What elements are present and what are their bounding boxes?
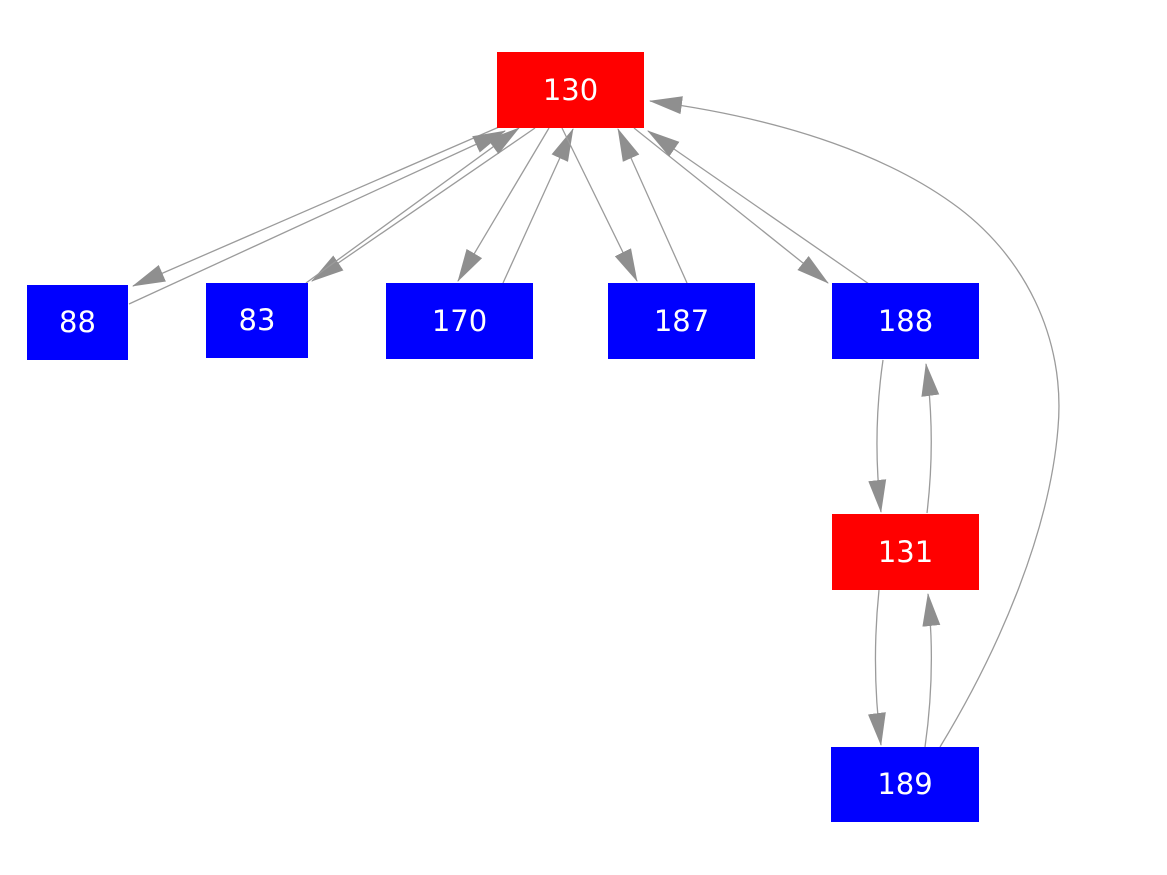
edge-131-to-188 (921, 363, 940, 514)
node-label: 130 (542, 72, 599, 107)
edge-group (128, 96, 1060, 748)
edge-130-to-170 (457, 127, 550, 282)
node-label: 187 (653, 303, 710, 338)
graph-node-88: 88 (27, 285, 128, 360)
graph-node-189: 189 (831, 747, 979, 822)
edge-130-to-187 (561, 127, 638, 282)
graph-node-187: 187 (608, 283, 755, 359)
node-label: 88 (59, 305, 96, 339)
graph-node-83: 83 (206, 283, 308, 358)
edge-130-to-188 (633, 127, 829, 284)
edge-189-to-130 (649, 96, 1060, 748)
graph-node-131: 131 (832, 514, 979, 590)
edge-88-to-130 (128, 130, 506, 305)
graph-node-188: 188 (832, 283, 979, 359)
node-label: 170 (431, 303, 488, 338)
node-label: 83 (238, 303, 276, 337)
node-label: 131 (877, 534, 934, 569)
edge-188-to-130 (647, 130, 870, 285)
edge-187-to-130 (617, 128, 688, 284)
graph-node-130: 130 (497, 52, 644, 128)
edge-130-to-88 (132, 126, 500, 287)
edge-131-to-189 (867, 589, 886, 746)
edge-83-to-130 (305, 127, 520, 284)
edge-188-to-131 (868, 359, 887, 513)
graph-node-170: 170 (386, 283, 533, 359)
edge-170-to-130 (502, 128, 574, 284)
edge-189-to-131 (922, 593, 941, 748)
node-label: 188 (877, 303, 934, 338)
node-label: 189 (877, 767, 933, 801)
